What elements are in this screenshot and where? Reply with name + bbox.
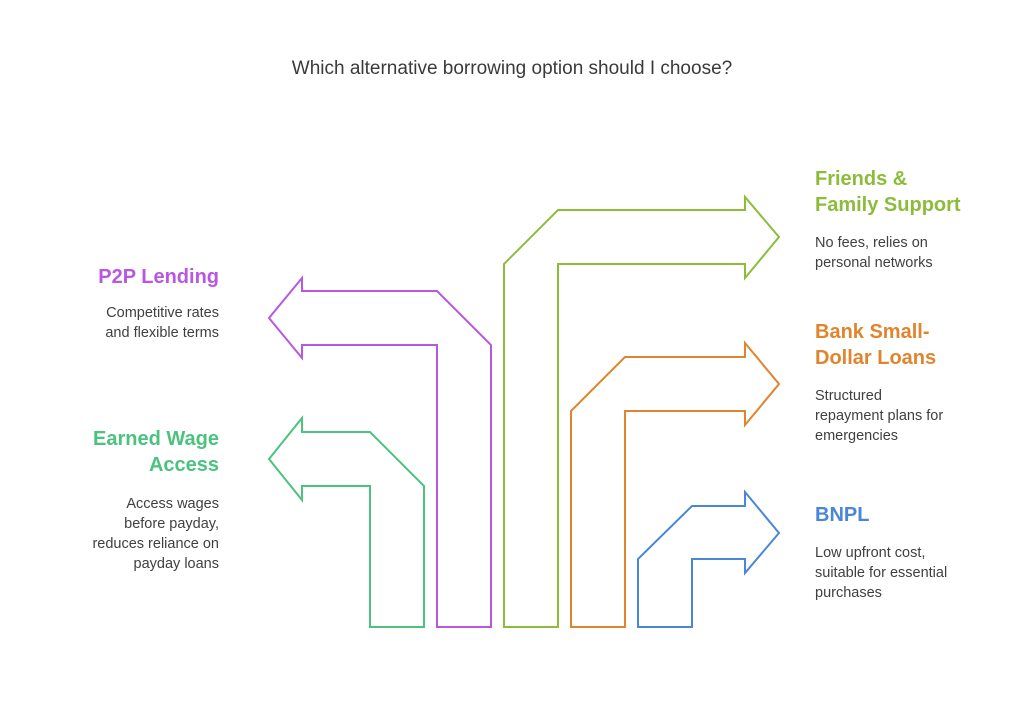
friends-family-block: Friends & Family Support No fees, relies… — [815, 166, 961, 273]
p2p-block: P2P Lending Competitive rates and flexib… — [98, 264, 219, 343]
bank-small-dollar-block: Bank Small- Dollar Loans Structured repa… — [815, 319, 943, 446]
bnpl-heading: BNPL — [815, 504, 870, 526]
bank-small-dollar-heading-line: Bank Small- — [815, 321, 930, 343]
earned-wage-heading-line: Earned Wage — [93, 428, 219, 450]
p2p-desc-line: Competitive rates — [106, 305, 219, 321]
bnpl-block: BNPL Low upfront cost, suitable for esse… — [815, 502, 947, 603]
bank-small-dollar-desc-line: repayment plans for — [815, 408, 944, 424]
bnpl-description: Low upfront cost, suitable for essential… — [815, 543, 947, 603]
p2p-arrow — [267, 275, 492, 628]
bank-small-dollar-description: Structured repayment plans for emergenci… — [815, 386, 943, 446]
earned-wage-heading: Earned Wage Access — [92, 426, 219, 478]
bnpl-desc-line: Low upfront cost, — [815, 545, 926, 561]
bank-small-dollar-desc-line: emergencies — [815, 428, 899, 444]
earned-wage-desc-line: reduces reliance on — [92, 536, 219, 552]
diagram-title: Which alternative borrowing option shoul… — [291, 58, 733, 79]
p2p-desc-line: and flexible terms — [105, 325, 219, 341]
friends-family-description: No fees, relies on personal networks — [815, 233, 961, 273]
earned-wage-desc-line: before payday, — [124, 516, 219, 532]
bnpl-desc-line: suitable for essential — [815, 565, 948, 581]
bank-small-dollar-arrow — [570, 340, 781, 628]
p2p-description: Competitive rates and flexible terms — [98, 303, 219, 343]
p2p-heading: P2P Lending — [98, 266, 219, 288]
bnpl-arrow — [637, 489, 781, 628]
friends-family-arrow — [503, 194, 781, 628]
earned-wage-arrow — [267, 415, 425, 628]
friends-family-heading: Friends & Family Support — [815, 166, 961, 218]
earned-wage-heading-line: Access — [148, 454, 219, 476]
friends-family-desc-line: No fees, relies on — [815, 235, 928, 251]
earned-wage-desc-line: Access wages — [126, 496, 219, 512]
friends-family-desc-line: personal networks — [815, 255, 933, 271]
friends-family-heading-line: Friends & — [815, 168, 908, 190]
friends-family-heading-line: Family Support — [815, 194, 961, 216]
earned-wage-description: Access wages before payday, reduces reli… — [92, 494, 219, 574]
bank-small-dollar-desc-line: Structured — [815, 388, 882, 404]
earned-wage-desc-line: payday loans — [133, 556, 219, 572]
bank-small-dollar-heading: Bank Small- Dollar Loans — [815, 319, 943, 371]
bank-small-dollar-heading-line: Dollar Loans — [815, 347, 937, 369]
bnpl-desc-line: purchases — [815, 585, 882, 601]
earned-wage-block: Earned Wage Access Access wages before p… — [92, 426, 219, 574]
